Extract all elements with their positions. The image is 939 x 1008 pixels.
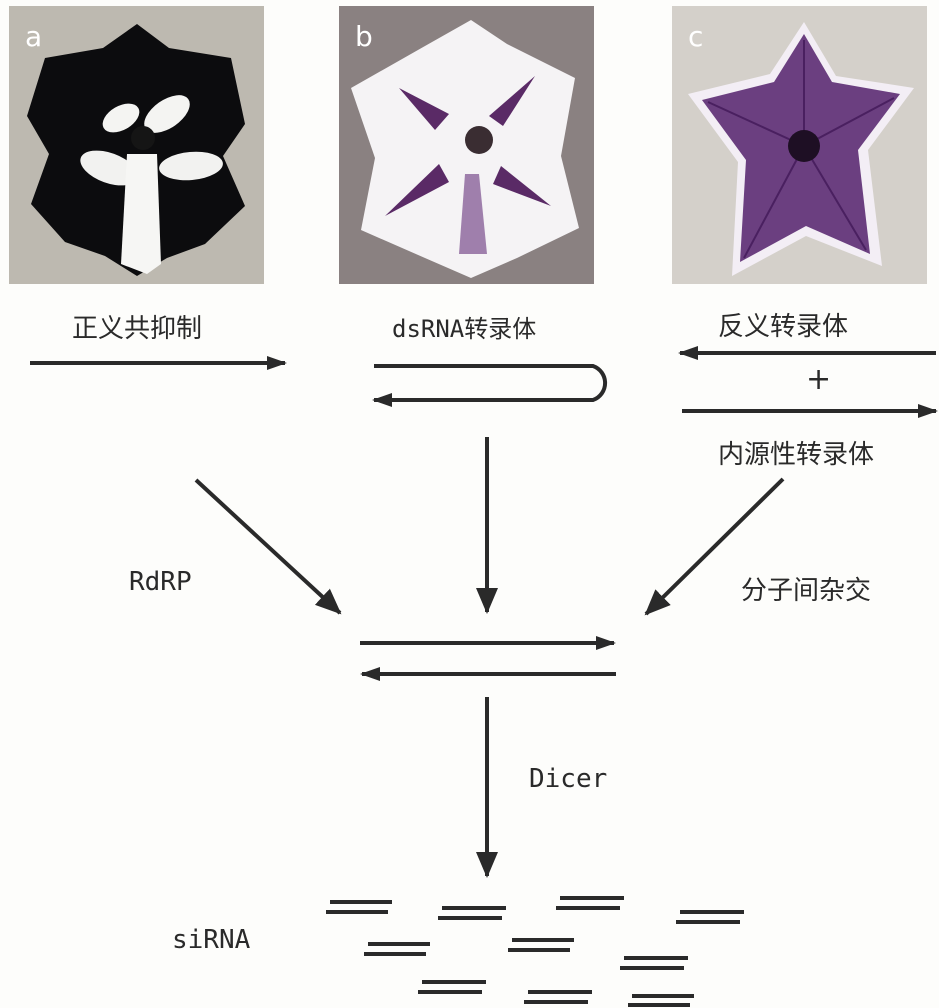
plus-sign: + bbox=[806, 362, 831, 397]
dsrna-hairpin-strand bbox=[374, 366, 605, 400]
dsrna-transcript-label: dsRNA转录体 bbox=[392, 309, 536, 344]
rdrp-arrow bbox=[196, 480, 340, 613]
rdrp-label: RdRP bbox=[129, 567, 192, 597]
sirna-fragments bbox=[326, 898, 744, 1005]
sense-cosuppression-label: 正义共抑制 bbox=[72, 308, 202, 345]
antisense-transcript-label: 反义转录体 bbox=[718, 306, 848, 343]
intermolecular-hybrid-label: 分子间杂交 bbox=[741, 570, 871, 607]
sirna-label: siRNA bbox=[172, 925, 250, 955]
endogenous-transcript-label: 内源性转录体 bbox=[718, 434, 874, 471]
dicer-label: Dicer bbox=[529, 764, 607, 794]
